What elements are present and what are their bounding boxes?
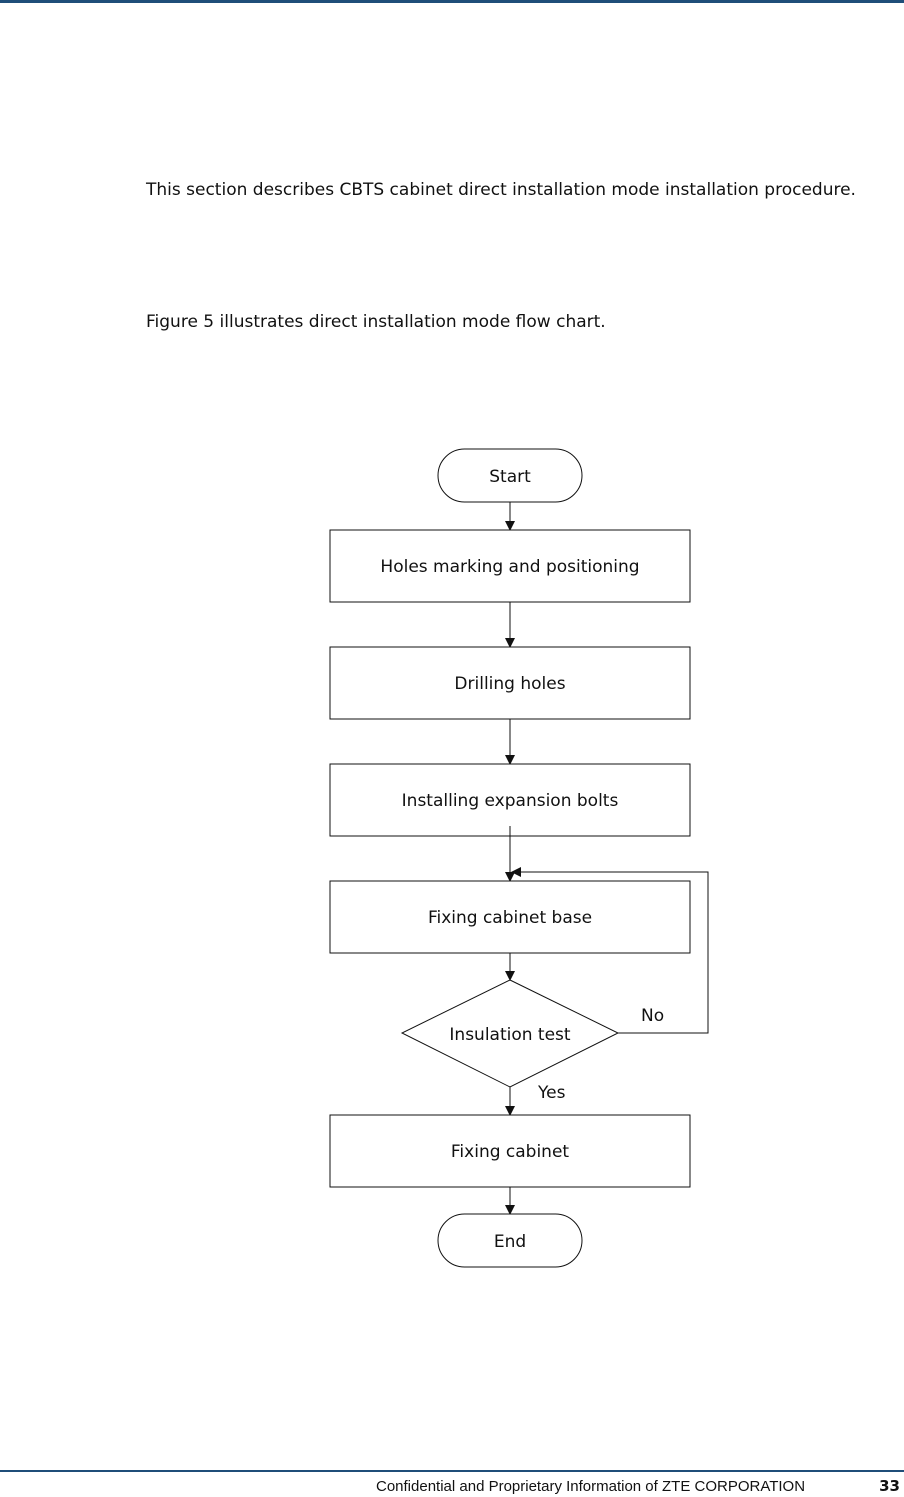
arrow-no-loop-back <box>511 867 709 1034</box>
step-fixing-cabinet-label: Fixing cabinet <box>451 1142 570 1162</box>
page-number: 33 <box>879 1477 900 1495</box>
step-fixing-base-label: Fixing cabinet base <box>428 908 592 928</box>
footer-confidential-text: Confidential and Proprietary Information… <box>376 1478 806 1495</box>
figure-reference-text: Figure 5 illustrates direct installation… <box>146 312 606 332</box>
step-drilling-label: Drilling holes <box>454 674 565 694</box>
branch-no-label: No <box>641 1006 664 1026</box>
step-expansion-bolts: Installing expansion bolts <box>329 763 691 837</box>
branch-yes-label: Yes <box>537 1083 566 1103</box>
start-label: Start <box>489 467 531 487</box>
step-fixing-base: Fixing cabinet base <box>329 880 691 954</box>
step-holes-marking-label: Holes marking and positioning <box>380 557 639 577</box>
decision-insulation-test: Insulation test <box>400 979 620 1088</box>
intro-paragraph: This section describes CBTS cabinet dire… <box>146 180 856 200</box>
end-terminal: End <box>437 1213 583 1268</box>
step-drilling: Drilling holes <box>329 646 691 720</box>
step-expansion-bolts-label: Installing expansion bolts <box>402 791 619 811</box>
start-terminal: Start <box>437 448 583 503</box>
decision-insulation-label: Insulation test <box>449 1025 571 1045</box>
footer-rule <box>0 1470 904 1472</box>
header-rule <box>0 0 904 3</box>
step-fixing-cabinet: Fixing cabinet <box>329 1114 691 1188</box>
step-holes-marking: Holes marking and positioning <box>329 529 691 603</box>
end-label: End <box>494 1232 526 1252</box>
